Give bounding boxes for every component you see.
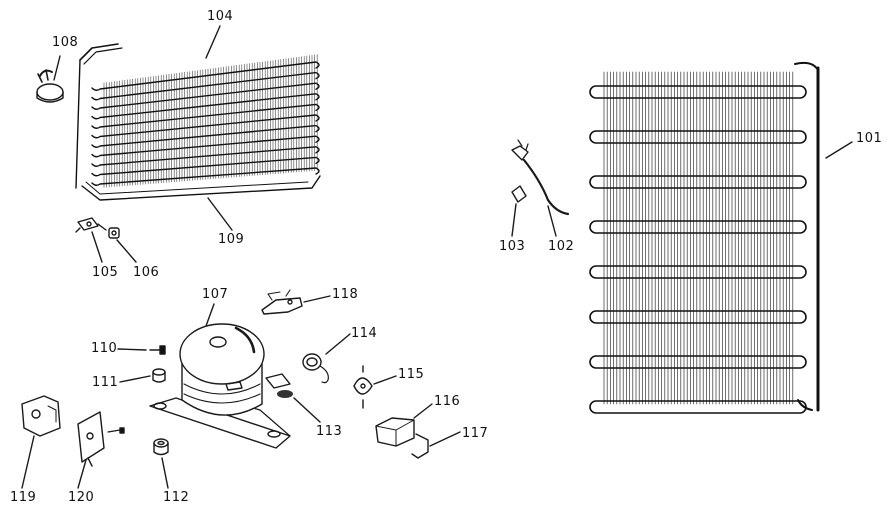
evaporator-tube: [91, 93, 320, 120]
evaporator-tube: [91, 156, 320, 177]
part-label-103: 103: [499, 239, 526, 254]
condenser-coil-101: [589, 61, 820, 414]
evaporator-tube: [91, 135, 320, 158]
leader-113: [293, 397, 321, 423]
valve-105: [75, 217, 107, 233]
part-label-106: 106: [133, 265, 160, 280]
bracket-118: [261, 289, 303, 315]
part-label-113: 113: [316, 424, 343, 439]
leader-105: [91, 231, 103, 263]
evaporator-tube: [91, 71, 320, 101]
part-label-105: 105: [92, 265, 119, 280]
evaporator-tube: [91, 124, 320, 148]
leader-112: [161, 457, 169, 489]
clip-117: [411, 433, 429, 459]
evaporator-tube: [91, 114, 320, 139]
part-label-112: 112: [163, 490, 190, 505]
leader-101: [825, 141, 853, 159]
compressor-107: [149, 323, 291, 449]
nut-106: [108, 227, 120, 239]
capillary-102: [511, 139, 570, 216]
part-label-102: 102: [548, 239, 575, 254]
relay-clip-113: [265, 373, 293, 398]
leader-119: [21, 435, 35, 489]
part-label-116: 116: [434, 394, 461, 409]
part-label-107: 107: [202, 287, 229, 302]
grommet-112: [153, 438, 169, 456]
leader-116: [413, 403, 433, 419]
evaporator-tube: [91, 82, 320, 110]
part-label-108: 108: [52, 35, 79, 50]
leader-118: [303, 295, 331, 303]
thermostat-knob-108: [36, 69, 64, 103]
leader-107: [205, 303, 215, 327]
part-label-120: 120: [68, 490, 95, 505]
part-label-111: 111: [92, 375, 119, 390]
part-label-114: 114: [351, 326, 378, 341]
part-label-118: 118: [332, 287, 359, 302]
cover-119: [21, 395, 61, 437]
leader-114: [325, 333, 351, 355]
part-label-110: 110: [91, 341, 118, 356]
evaporator-tube: [91, 103, 320, 129]
leader-103: [511, 203, 517, 237]
mounting-plate-120: [77, 411, 125, 467]
part-label-119: 119: [10, 490, 37, 505]
evaporator-tube: [91, 146, 320, 167]
clip-115: [353, 365, 373, 409]
evaporator-tube: [91, 167, 320, 186]
leader-106: [116, 239, 137, 263]
leader-102: [547, 205, 557, 237]
evaporator-104: [75, 43, 322, 190]
overload-114: [302, 353, 329, 384]
leader-108: [53, 55, 61, 81]
leader-104: [205, 25, 221, 59]
part-label-109: 109: [218, 232, 245, 247]
leader-110: [117, 348, 147, 351]
connector-103: [511, 185, 527, 203]
tube-109: [81, 175, 321, 201]
part-label-115: 115: [398, 367, 425, 382]
condenser-tube: [589, 85, 807, 414]
evaporator-tube: [91, 61, 320, 91]
part-label-117: 117: [462, 426, 489, 441]
relay-116: [375, 417, 415, 447]
part-label-104: 104: [207, 9, 234, 24]
leader-115: [373, 375, 397, 385]
leader-111: [119, 375, 151, 383]
screw-110: [149, 345, 166, 355]
leader-109: [207, 197, 233, 231]
leader-117: [429, 431, 461, 447]
leader-120: [77, 459, 87, 489]
part-label-101: 101: [856, 131, 883, 146]
grommet-111: [152, 368, 166, 383]
